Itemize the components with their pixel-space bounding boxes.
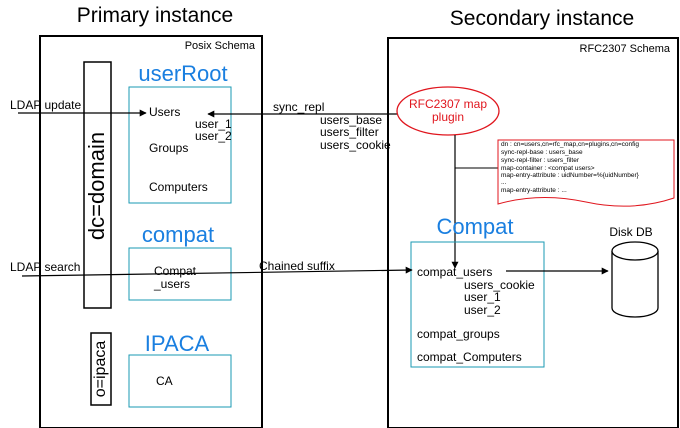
ldap-search-arrow xyxy=(21,266,413,277)
config-line: map-entry-attribute : ... xyxy=(501,187,567,194)
secondary-title: Secondary instance xyxy=(450,7,634,30)
config-line: map-container : <compat users> xyxy=(501,165,595,172)
ipaca-label: o=ipaca xyxy=(92,341,109,398)
userroot-title: userRoot xyxy=(138,61,227,86)
secondary-compat-title: Compat xyxy=(436,214,513,239)
secondary-instance-frame xyxy=(387,37,679,428)
userroot-users: Users xyxy=(149,105,180,119)
userroot-user1: user_1 xyxy=(195,117,232,131)
primary-instance-frame xyxy=(39,35,263,428)
config-line: map-entry-attribute : uidNumber=%{uidNum… xyxy=(501,172,640,179)
compat-users-cookie: users_cookie xyxy=(464,278,535,292)
primary-title: Primary instance xyxy=(77,4,233,27)
ldap-search-label: LDAP search xyxy=(10,260,80,274)
plugin-config-note xyxy=(497,139,675,207)
compat-users: compat_users xyxy=(417,265,492,279)
userroot-computers: Computers xyxy=(149,180,208,194)
config-line: dn : cn=users,cn=rfc_map,cn=plugins,cn=c… xyxy=(501,141,639,148)
primary-compat-line1: Compat xyxy=(154,264,197,278)
users-base-label: users_base xyxy=(320,113,382,127)
userroot-groups: Groups xyxy=(149,141,188,155)
secondary-compat-box xyxy=(410,241,545,368)
config-line: sync-repl-base : users_base xyxy=(501,149,583,156)
primary-compat-title: compat xyxy=(142,222,214,247)
users-filter-label: users_filter xyxy=(320,125,379,139)
rfc2307-plugin xyxy=(396,86,500,136)
ipaca-title: IPACA xyxy=(145,331,210,356)
ldap-update-label: LDAP update xyxy=(10,98,81,112)
rfc2307-plugin-line1: RFC2307 map xyxy=(409,97,487,111)
disk-db-label: Disk DB xyxy=(609,225,652,239)
config-line: sync-repl-filter : users_filter xyxy=(501,157,580,164)
compat-computers: compat_Computers xyxy=(417,350,522,364)
plugin-config-text: dn : cn=users,cn=rfc_map,cn=plugins,cn=c… xyxy=(501,141,640,194)
userroot-user2: user_2 xyxy=(195,129,232,143)
domain-label: dc=domain xyxy=(84,132,109,240)
disk-db-icon xyxy=(611,241,659,318)
secondary-schema-label: RFC2307 Schema xyxy=(580,43,671,55)
compat-groups: compat_groups xyxy=(417,327,500,341)
ipaca-box xyxy=(90,332,112,406)
config-line: ... xyxy=(501,179,507,186)
compat-user1: user_1 xyxy=(464,290,501,304)
compat-user2: user_2 xyxy=(464,303,501,317)
ipaca-container-box xyxy=(128,354,232,408)
userroot-box xyxy=(128,86,232,204)
rfc2307-plugin-line2: plugin xyxy=(432,110,464,124)
ipaca-ca: CA xyxy=(156,374,173,388)
sync-repl-label: sync_repl xyxy=(273,100,324,114)
chained-suffix-label: Chained suffix xyxy=(259,259,335,273)
users-cookie-label: users_cookie xyxy=(320,138,391,152)
primary-compat-line2: _users xyxy=(153,277,190,291)
primary-schema-label: Posix Schema xyxy=(185,40,256,52)
domain-box xyxy=(83,61,112,309)
